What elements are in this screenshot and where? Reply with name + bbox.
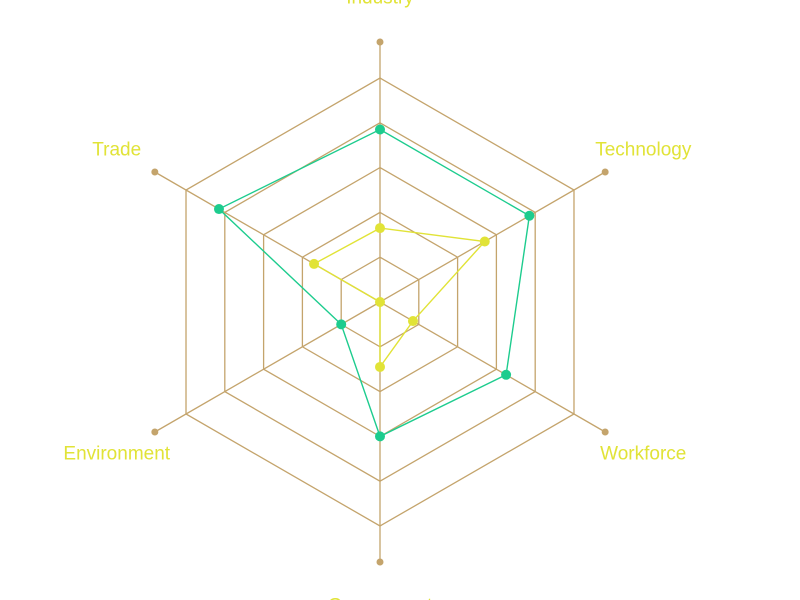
axis-label-trade: Trade <box>92 140 141 161</box>
series-1-point-industry <box>375 124 385 135</box>
series-1-point-technology <box>524 210 535 221</box>
axis-end-dot-trade <box>151 168 159 176</box>
series-2-point-government <box>375 361 385 372</box>
series-2-point-industry <box>375 223 385 234</box>
series-2-point-workforce <box>407 316 418 327</box>
axis-end-dot-workforce <box>601 428 609 436</box>
axis-labels: IndustryTechnologyWorkforceGovernment Env… <box>63 0 691 600</box>
axis-label-workforce: Workforce <box>600 444 686 465</box>
axis-label-industry: Industry <box>346 0 414 9</box>
series-2-point-technology <box>479 236 490 247</box>
series-1-point-environment <box>336 319 347 330</box>
axis-line-workforce <box>379 301 606 433</box>
series-2-point-environment <box>375 297 385 307</box>
axis-end-dot-environment <box>151 428 159 436</box>
series-1-line <box>217 128 531 438</box>
axis-end-dot-government <box>376 558 384 566</box>
axis-line-technology <box>379 171 606 303</box>
axis-label-technology: Technology <box>595 140 692 161</box>
series-1-point-trade <box>213 204 224 215</box>
series-2-point-trade <box>309 258 320 269</box>
axis-label-government: Government <box>328 596 433 600</box>
series-1-point-workforce <box>501 369 512 380</box>
axis-end-dot-technology <box>601 168 609 176</box>
axis-label-environment: Environment <box>63 444 170 465</box>
series-2-line <box>312 227 487 370</box>
axis-line-environment <box>154 301 381 433</box>
radar-series-layer <box>213 124 535 442</box>
series-1-point-government <box>375 431 385 442</box>
axis-end-dot-industry <box>376 38 384 46</box>
